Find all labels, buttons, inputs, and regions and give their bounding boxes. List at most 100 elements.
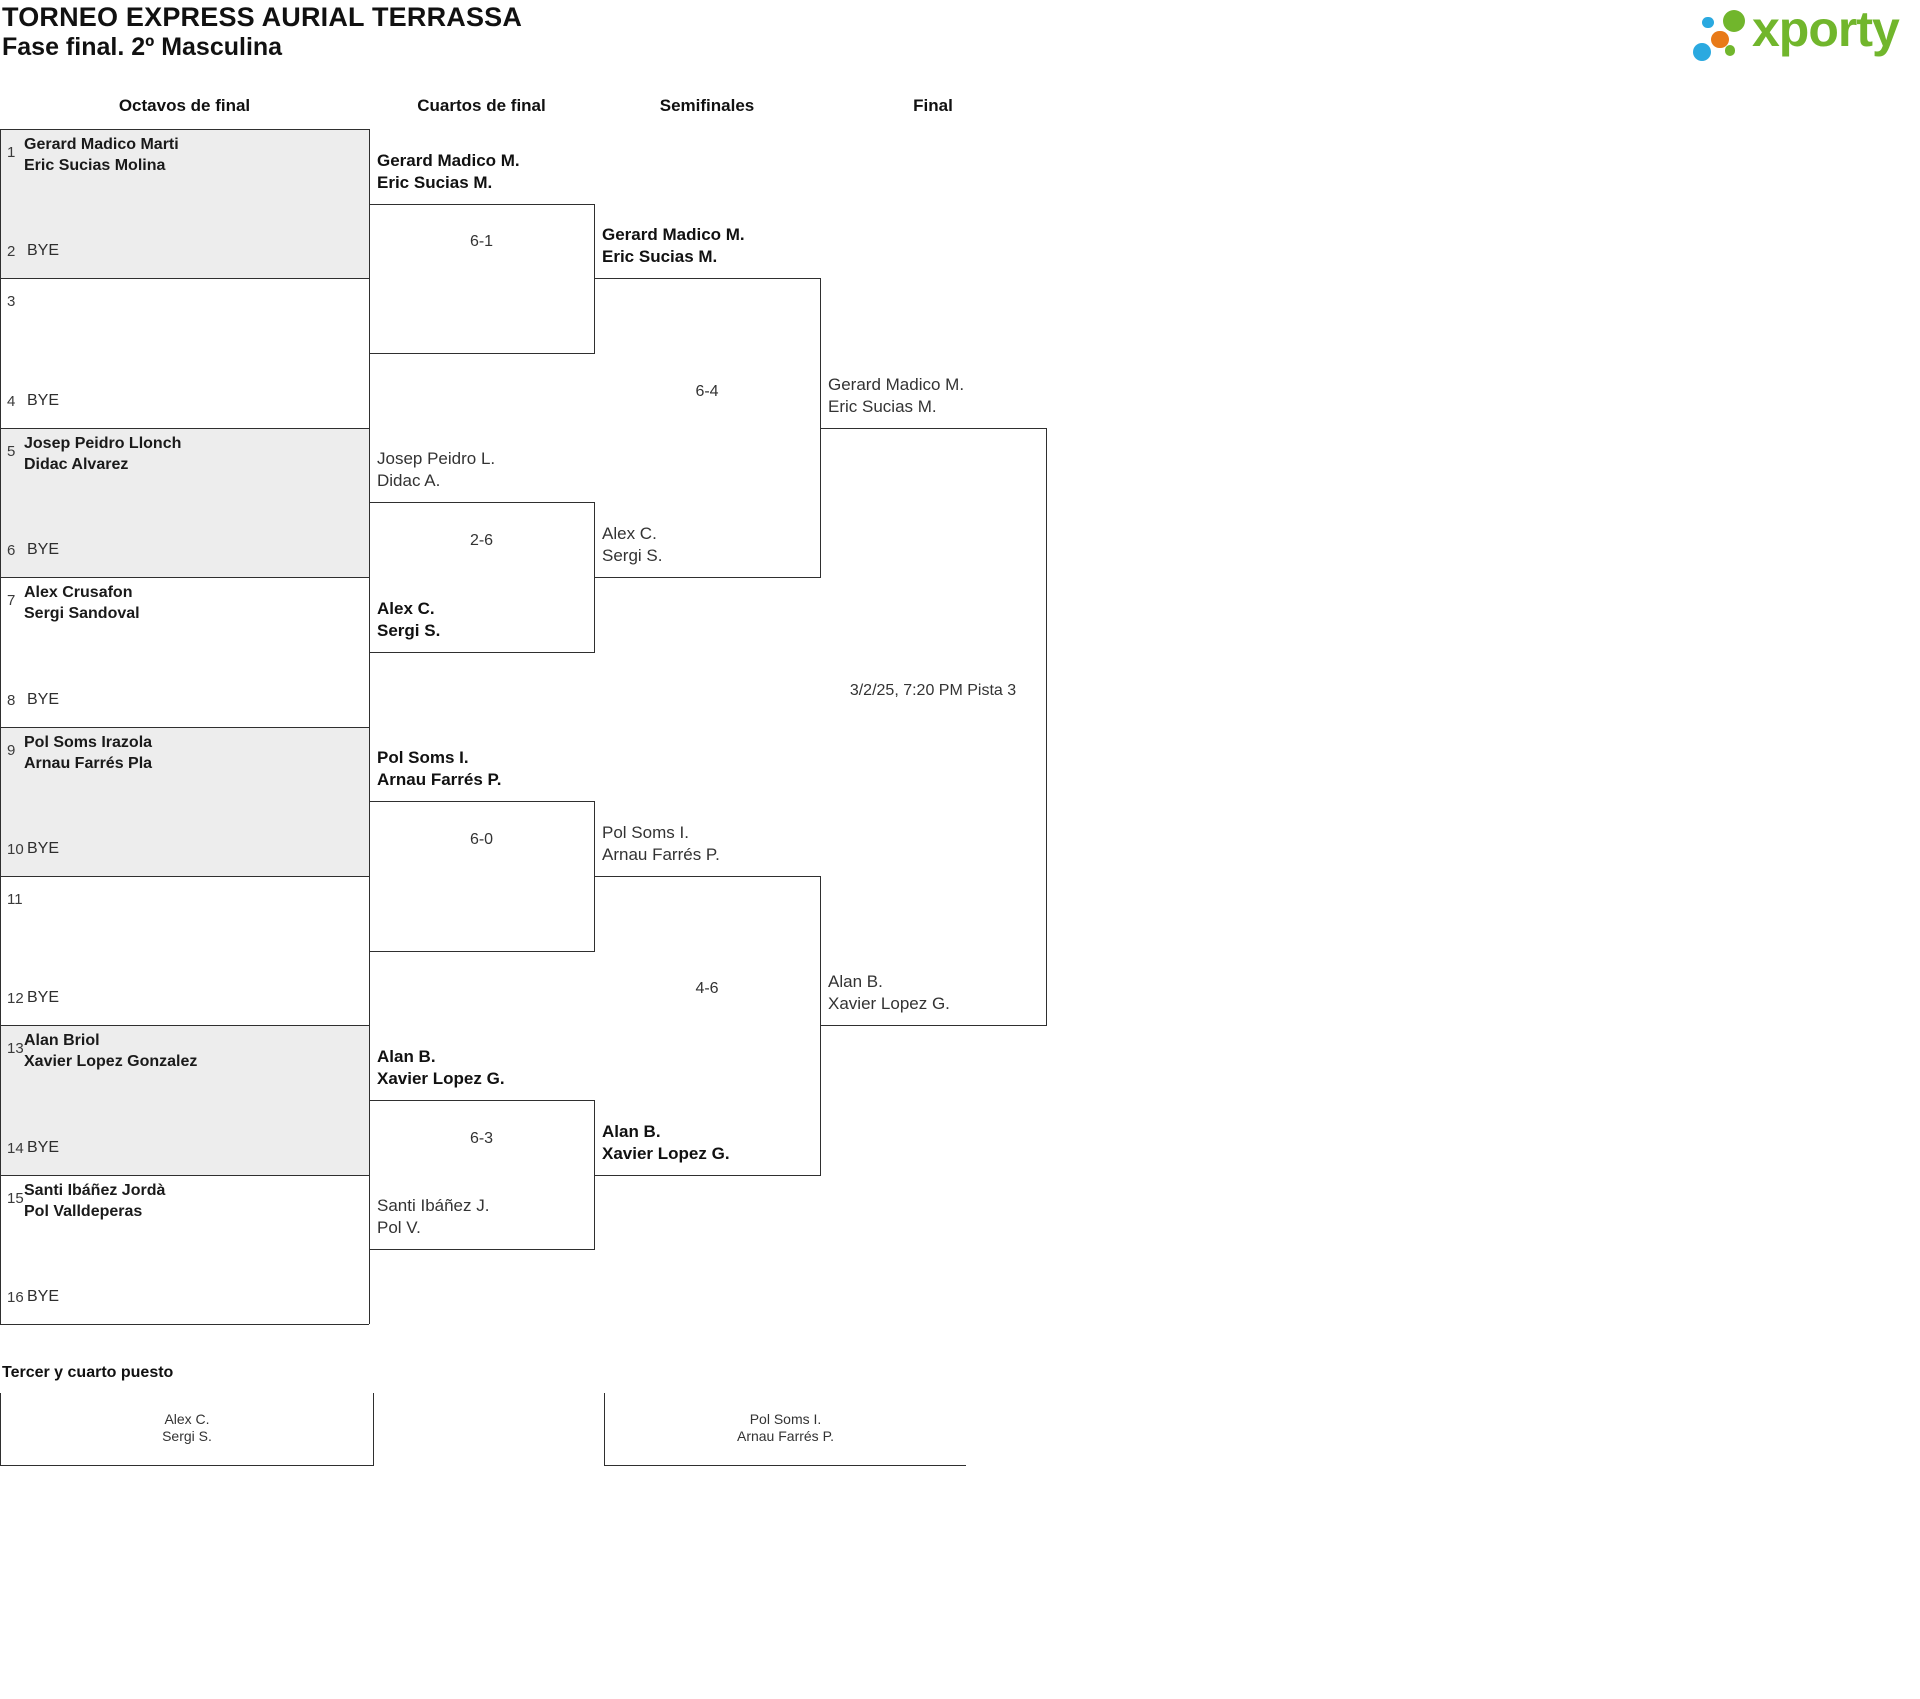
bracket-line [0,1174,369,1176]
advancing-team-label: Alan B.Xavier Lopez G. [828,971,950,1015]
advancing-team-label: Gerard Madico M.Eric Sucias M. [828,374,964,418]
team-name-line: Alan B. [602,1121,661,1141]
team-name-line: Xavier Lopez Gonzalez [24,1053,198,1071]
advancing-team-label: Pol Soms I.Arnau Farrés P. [602,822,720,866]
logo-dot-orange [1711,31,1729,49]
third-place-team-left: Alex C. Sergi S. [1,1411,373,1445]
team-name-line: Didac A. [377,471,441,491]
seed-number: 16 [7,1289,24,1306]
logo-dot-green-big [1722,9,1746,33]
team-name-line: Alex C. [164,1411,210,1427]
team-name-line: Gerard Madico M. [602,225,745,245]
tournament-subtitle: Fase final. 2º Masculina [2,33,283,61]
team-name-line: Xavier Lopez G. [602,1143,730,1163]
team-name-line: Eric Sucias Molina [24,157,166,174]
third-place-slot-left: Alex C. Sergi S. [0,1393,374,1466]
team-name-line: Pol Valldeperas [24,1202,143,1220]
team-name-line: Alan B. [828,972,883,992]
bracket-line [0,875,369,877]
round-header-cuartos: Cuartos de final [417,96,546,115]
advancing-team-label: Josep Peidro L.Didac A. [377,448,495,492]
advancing-team-label: Gerard Madico M.Eric Sucias M. [377,150,520,194]
bracket-line [0,577,369,579]
tournament-title: TORNEO EXPRESS AURIAL TERRASSA [2,2,523,32]
team-name-line: Pol Soms I. [602,822,689,842]
team-name-line: Alan Briol [24,1032,100,1050]
bye-label: BYE [27,391,60,409]
team-name-line: Santi Ibáñez Jordà [24,1181,166,1199]
team-name-line: Pol Soms I. [377,748,469,768]
r16-slot-shade [0,427,369,578]
team-name-line: Pol Soms I. [749,1411,822,1427]
match-score: 6-1 [469,233,494,251]
seed-number: 12 [7,990,24,1008]
bracket-line [369,502,594,504]
logo-dot-green-small [1724,45,1736,56]
bracket-line [594,577,820,579]
round-header-octavos: Octavos de final [118,96,251,115]
third-place-slot-right: Pol Soms I. Arnau Farrés P. [604,1393,966,1466]
bye-label: BYE [27,1288,60,1305]
logo-wordmark: xporty [1752,1,1900,57]
logo-dot-blue-big [1693,43,1711,62]
team-name-line: Alex Crusafon [24,584,133,602]
seed-number: 13 [7,1040,24,1058]
match-score: 2-6 [469,532,494,550]
seed-number: 2 [7,243,16,261]
team-name-line: Alex C. [377,598,435,618]
round-header-semifinales: Semifinales [659,96,755,115]
team-name-line: Didac Alvarez [24,455,129,473]
bracket-line [594,1174,820,1176]
team-name-line: Sergi S. [377,620,441,640]
xporty-logo[interactable]: xporty [1683,0,1920,74]
seed-number: 8 [7,691,16,709]
seed-number: 6 [7,542,16,560]
bracket-line [369,129,370,1324]
advancing-team-label: Gerard Madico M.Eric Sucias M. [602,224,745,268]
logo-dot-blue-small [1702,16,1714,28]
seed-number: 15 [7,1189,24,1207]
bracket-line [0,278,369,280]
bracket-line [0,1324,369,1325]
bracket-line [594,875,820,877]
match-score: 6-4 [695,382,719,400]
round-header-final: Final [913,96,953,115]
team-name-line: Xavier Lopez G. [828,994,950,1014]
r16-slot-shade [0,726,369,876]
team-name-line: Sergi S. [602,546,663,566]
bracket-line [820,1025,1046,1027]
team-name-line: Alex C. [602,524,657,544]
third-place-heading: Tercer y cuarto puesto [2,1364,174,1381]
r16-slot-shade [0,129,369,279]
team-name-line: Arnau Farrés P. [377,770,502,790]
seed-number: 7 [7,592,16,610]
bracket-line [369,651,594,653]
match-score: 6-3 [469,1129,494,1147]
team-name-line: Gerard Madico M. [828,374,965,394]
advancing-team-label: Alex C.Sergi S. [602,523,662,567]
team-name-line: Eric Sucias M. [377,172,493,192]
bye-label: BYE [27,541,60,559]
seed-number: 11 [7,890,23,908]
team-name-line: Gerard Madico M. [377,150,520,170]
team-name-line: Eric Sucias M. [828,396,937,416]
team-name-line: Eric Sucias M. [602,247,718,267]
team-name-line: Xavier Lopez G. [377,1068,505,1088]
team-name-line: Arnau Farrés P. [736,1428,834,1444]
team-name-line: Josep Peidro Llonch [24,434,182,452]
team-name-line: Arnau Farrés P. [602,844,720,864]
seed-number: 10 [7,840,24,858]
bracket-line [0,427,369,429]
bye-label: BYE [27,989,60,1007]
match-score: 4-6 [695,980,719,998]
bye-label: BYE [27,1138,60,1156]
bracket-line [0,129,1,1324]
bracket-line [0,129,369,130]
team-name-line: Josep Peidro L. [377,449,496,469]
team-name-line: Pol Soms Irazola [24,733,153,751]
